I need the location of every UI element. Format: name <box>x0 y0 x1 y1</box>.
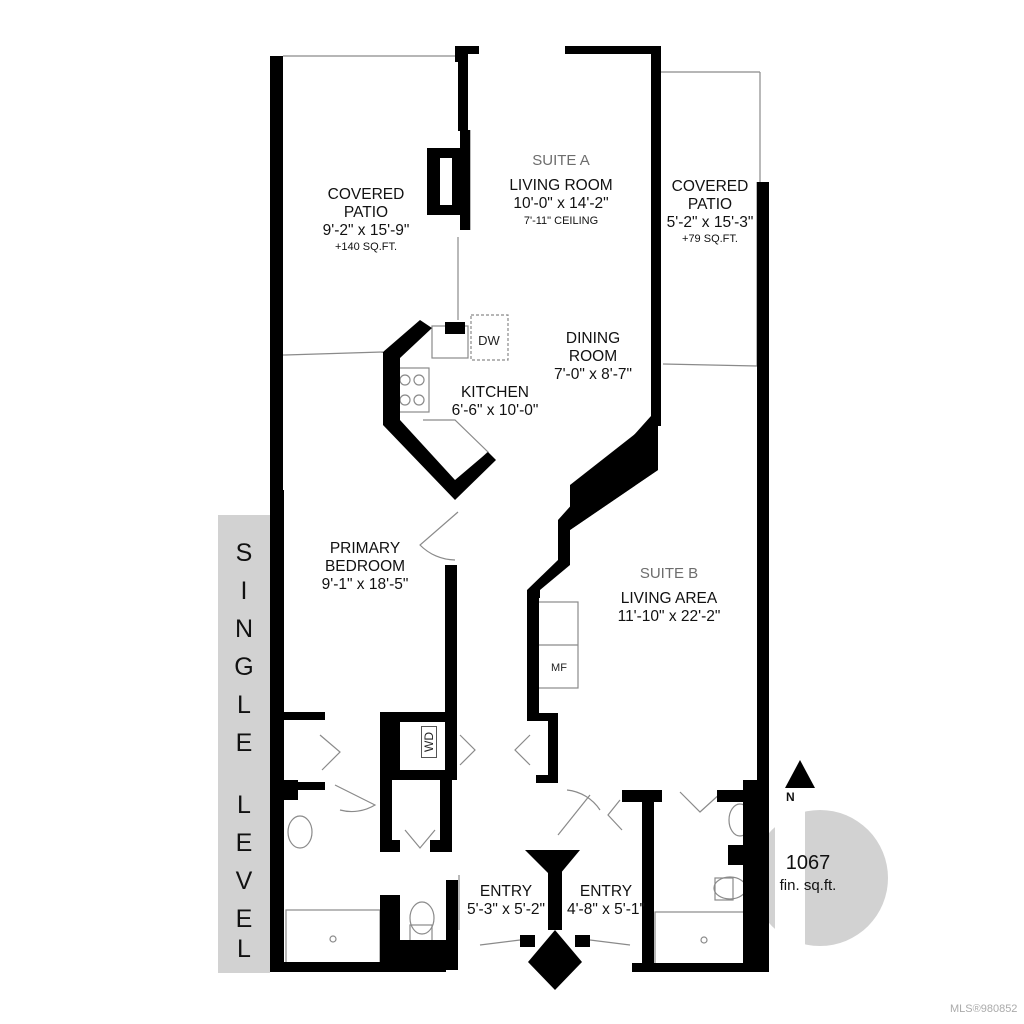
mf-label: MF <box>551 662 567 674</box>
room-name: PATIO <box>687 195 733 213</box>
level-letter: E <box>235 829 253 857</box>
room-name: BEDROOM <box>324 557 406 575</box>
room-name: PRIMARY <box>329 540 401 557</box>
room-note: 7'-11" CEILING <box>523 214 599 227</box>
walls <box>270 46 815 990</box>
level-letter: L <box>237 691 251 719</box>
level-letter: E <box>235 729 253 757</box>
level-letter: N <box>234 615 254 643</box>
room-covered-patio-right: COVERED PATIO 5'-2" x 15'-3" +79 SQ.FT. <box>660 178 760 246</box>
north-label: N <box>786 790 795 804</box>
suite-label: SUITE A <box>532 152 590 169</box>
room-dims: 5'-2" x 15'-3" <box>666 213 754 231</box>
room-entry-left: ENTRY 5'-3" x 5'-2" <box>460 883 552 919</box>
suite-label: SUITE B <box>639 565 699 582</box>
room-note: +140 SQ.FT. <box>334 241 398 254</box>
room-living-area: SUITE B LIVING AREA 11'-10" x 22'-2" <box>594 565 744 626</box>
area-value: 1067 <box>785 852 831 874</box>
level-letter: L <box>237 791 251 819</box>
room-dining: DINING ROOM 7'-0" x 8'-7" <box>540 330 646 383</box>
room-name: LIVING ROOM <box>509 177 613 195</box>
room-living-room: SUITE A LIVING ROOM 10'-0" x 14'-2" 7'-1… <box>486 152 636 228</box>
washer-dryer-label: WD <box>421 726 437 758</box>
room-name: LIVING AREA <box>620 590 718 608</box>
room-note: +79 SQ.FT. <box>682 233 738 246</box>
room-name: DINING <box>565 330 621 347</box>
room-dims: 6'-6" x 10'-0" <box>451 401 539 419</box>
level-letter: I <box>240 577 248 605</box>
room-name: PATIO <box>343 203 389 221</box>
level-letter: V <box>235 867 253 895</box>
room-dims: 9'-1" x 18'-5" <box>321 575 409 593</box>
level-letter: G <box>234 653 254 681</box>
room-dims: 9'-2" x 15'-9" <box>322 221 410 239</box>
room-name: ENTRY <box>479 883 533 900</box>
room-primary-bedroom: PRIMARY BEDROOM 9'-1" x 18'-5" <box>290 540 440 593</box>
room-entry-right: ENTRY 4'-8" x 5'-1" <box>560 883 652 919</box>
area-unit: fin. sq.ft. <box>779 877 837 894</box>
room-dims: 7'-0" x 8'-7" <box>553 365 633 383</box>
room-dims: 5'-3" x 5'-2" <box>466 900 546 918</box>
room-covered-patio-left: COVERED PATIO 9'-2" x 15'-9" +140 SQ.FT. <box>292 186 440 254</box>
level-letter: S <box>235 539 253 567</box>
room-dims: 11'-10" x 22'-2" <box>617 608 721 626</box>
room-dims: 10'-0" x 14'-2" <box>513 195 609 213</box>
mls-number: MLS®980852 <box>950 1003 1018 1015</box>
north-arrow-icon <box>785 760 815 788</box>
room-kitchen: KITCHEN 6'-6" x 10'-0" <box>420 384 570 420</box>
room-name: COVERED <box>327 186 405 203</box>
room-name: COVERED <box>671 178 749 195</box>
room-dims: 4'-8" x 5'-1" <box>566 900 646 918</box>
room-name: ROOM <box>568 347 618 365</box>
room-name: KITCHEN <box>460 384 530 401</box>
dishwasher-label: DW <box>478 333 500 348</box>
level-letter: E <box>235 905 253 933</box>
single-level-panel: S I N G L E L E V E L <box>218 515 270 973</box>
room-name: ENTRY <box>579 883 633 900</box>
level-letter: L <box>237 935 251 963</box>
